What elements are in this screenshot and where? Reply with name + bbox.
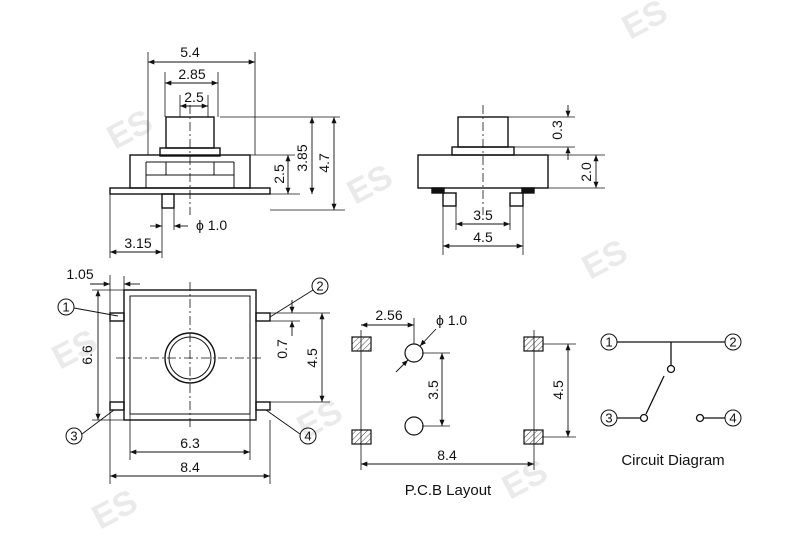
pin-number-1: 1 [605, 335, 612, 350]
pcb-layout [351, 318, 576, 470]
circuit-caption: Circuit Diagram [621, 452, 724, 469]
callout-circle-1 [57, 298, 75, 316]
dim-label: 4.5 [550, 380, 566, 400]
dim-label: 6.6 [79, 345, 95, 365]
pcb-pad-bottom-right [523, 429, 544, 445]
dim-label: 2.56 [375, 307, 402, 323]
circuit-labels: 1 2 3 4 Circuit Diagram [605, 335, 736, 470]
circuit-switch-arm [645, 375, 665, 415]
top-leg-1 [109, 312, 125, 322]
dim-label: 2.85 [178, 66, 205, 82]
dim-label: 3.15 [124, 235, 151, 251]
top-leg-4 [255, 401, 271, 411]
circuit-contact-right [695, 413, 705, 423]
circuit-contact-left [639, 413, 649, 423]
dim-label: 2.5 [184, 89, 204, 105]
dim-label: 0.7 [274, 339, 290, 359]
callout-number-4: 4 [304, 429, 311, 444]
dim-label: 1.05 [66, 266, 93, 282]
end-view-labels: 0.3 2.0 3.5 4.5 [473, 120, 594, 245]
dim-label: 0.3 [549, 120, 565, 140]
dim-label: ϕ 1.0 [436, 312, 467, 328]
side-peg [161, 193, 175, 209]
watermark-text: ES [616, 0, 674, 47]
dim-label: 8.4 [437, 447, 457, 463]
callout-number-2: 2 [316, 279, 323, 294]
watermark-text: ES [86, 482, 144, 537]
dim-label: 3.85 [294, 144, 310, 171]
side-body [129, 154, 251, 189]
callout-number-3: 3 [70, 429, 77, 444]
dim-label: 3.5 [425, 380, 441, 400]
watermark-text: ES [46, 322, 104, 377]
dim-label: 8.4 [180, 459, 200, 475]
callout-circle-2 [311, 277, 329, 295]
callout-number-1: 1 [62, 300, 69, 315]
end-body [417, 154, 549, 189]
pcb-layout-labels: 2.56 ϕ 1.0 3.5 4.5 8.4 P.C.B Layout [375, 307, 566, 499]
end-foot-left [431, 187, 445, 194]
end-peg-right [509, 192, 524, 207]
dim-label: 3.5 [473, 207, 493, 223]
pcb-pad-bottom-left [351, 429, 372, 445]
end-peg-left [442, 192, 457, 207]
dim-label: 2.0 [578, 162, 594, 182]
watermark-text: ES [496, 452, 554, 507]
callout-circle-4 [299, 427, 317, 445]
watermark-text: ES [341, 157, 399, 212]
watermark-text: ES [576, 232, 634, 287]
circuit-diagram [600, 333, 742, 427]
watermark-text: ES [291, 392, 349, 447]
pin-circle-2 [724, 333, 742, 351]
top-view-labels: 1.05 6.6 0.7 4.5 6.3 8.4 1 2 3 4 [62, 266, 323, 475]
pcb-hole-top [404, 343, 424, 363]
circuit-contact-top [666, 364, 676, 374]
top-view [57, 275, 330, 484]
watermark-group: ES ES ES ES ES ES ES ES [46, 0, 674, 537]
dim-label: 2.5 [271, 164, 287, 184]
dim-label: 4.7 [316, 153, 332, 173]
pcb-pad-top-left [351, 336, 372, 352]
pcb-caption: P.C.B Layout [405, 482, 492, 499]
dim-label: 6.3 [180, 435, 200, 451]
dim-label: 4.5 [473, 229, 493, 245]
pin-circle-4 [724, 409, 742, 427]
dim-label: 5.4 [180, 44, 200, 60]
pin-number-4: 4 [729, 411, 736, 426]
pin-number-2: 2 [729, 335, 736, 350]
top-leg-2 [255, 312, 271, 322]
pin-circle-1 [600, 333, 618, 351]
watermark-text: ES [101, 102, 159, 157]
callout-circle-3 [65, 427, 83, 445]
pin-circle-3 [600, 409, 618, 427]
pcb-hole-bottom [404, 416, 424, 436]
side-view [109, 52, 345, 258]
dim-label: 4.5 [304, 348, 320, 368]
end-foot-right [521, 187, 535, 194]
pcb-pad-top-right [523, 336, 544, 352]
side-view-labels: 5.4 2.85 2.5 2.5 3.85 4.7 ϕ 1.0 3.15 [124, 44, 332, 251]
pin-number-3: 3 [605, 411, 612, 426]
dim-label: ϕ 1.0 [196, 217, 227, 233]
top-leg-3 [109, 401, 125, 411]
end-view [417, 105, 605, 255]
